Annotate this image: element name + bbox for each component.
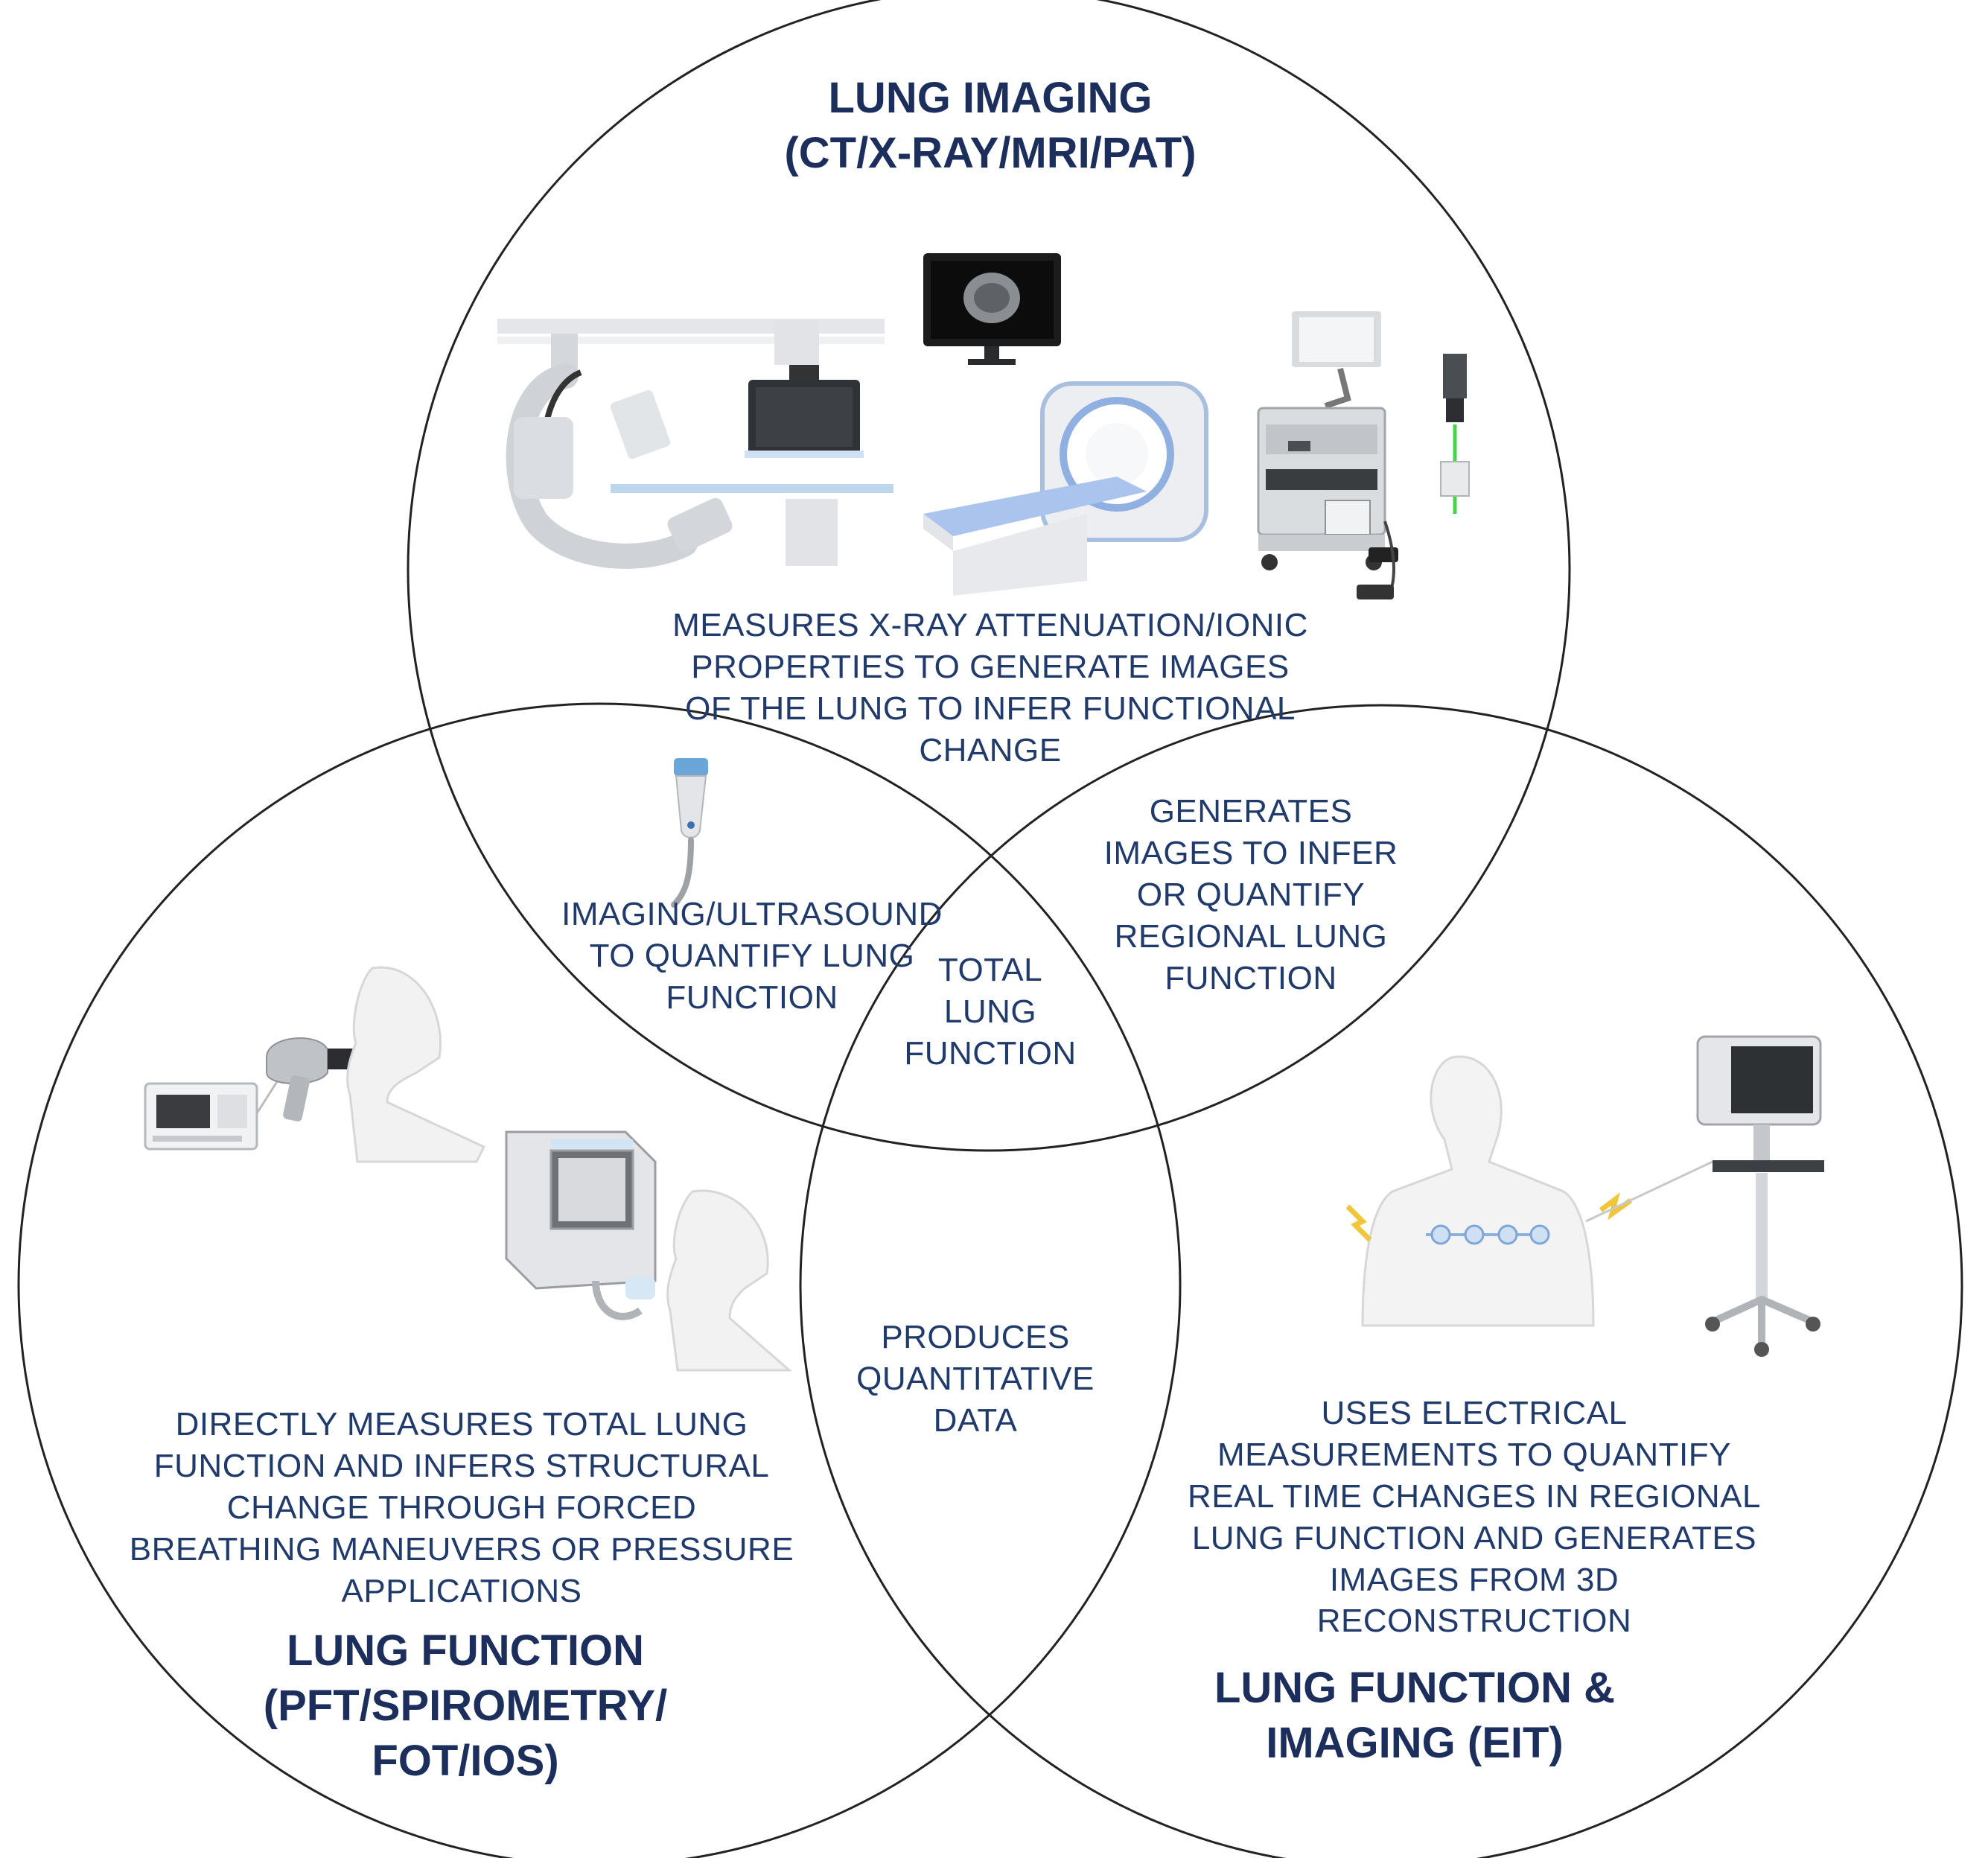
eit-patient-icon: [1345, 1055, 1713, 1327]
imaging-function-overlap-text: IMAGING/ULTRASOUND TO QUANTIFY LUNG FUNC…: [561, 896, 943, 1016]
mri-monitor-icon: [923, 253, 1061, 365]
eit-circle: [799, 704, 1963, 1858]
ultrasound-probe-icon: [671, 758, 708, 908]
ct-scanner-icon: [923, 381, 1208, 596]
photoacoustic-cart-icon: [1257, 311, 1470, 599]
function-eit-overlap-text: PRODUCES QUANTITATIVE DATA: [856, 1319, 1095, 1439]
function-title: LUNG FUNCTION (PFT/SPIROMETRY/ FOT/IOS): [263, 1626, 668, 1786]
eit-title: LUNG FUNCTION & IMAGING (EIT): [1214, 1664, 1616, 1768]
imaging-circle: [407, 0, 1571, 1152]
imaging-eit-overlap-text: GENERATES IMAGES TO INFER OR QUANTIFY RE…: [1103, 793, 1398, 996]
imaging-description: MEASURES X-RAY ATTENUATION/IONIC PROPERT…: [672, 607, 1308, 769]
eit-monitor-stand-icon: [1696, 1035, 1824, 1357]
function-description: DIRECTLY MEASURES TOTAL LUNG FUNCTION AN…: [129, 1406, 794, 1609]
function-circle: [17, 702, 1182, 1858]
spirometer-icon: [144, 966, 486, 1163]
center-overlap-text: TOTAL LUNG FUNCTION: [904, 952, 1077, 1072]
imaging-title: LUNG IMAGING (CT/X-RAY/MRI/PAT): [784, 74, 1197, 178]
angiography-c-arm-icon: [497, 319, 893, 569]
plethysmograph-icon: [505, 1130, 792, 1372]
eit-description: USES ELECTRICAL MEASUREMENTS TO QUANTIFY…: [1188, 1395, 1761, 1640]
